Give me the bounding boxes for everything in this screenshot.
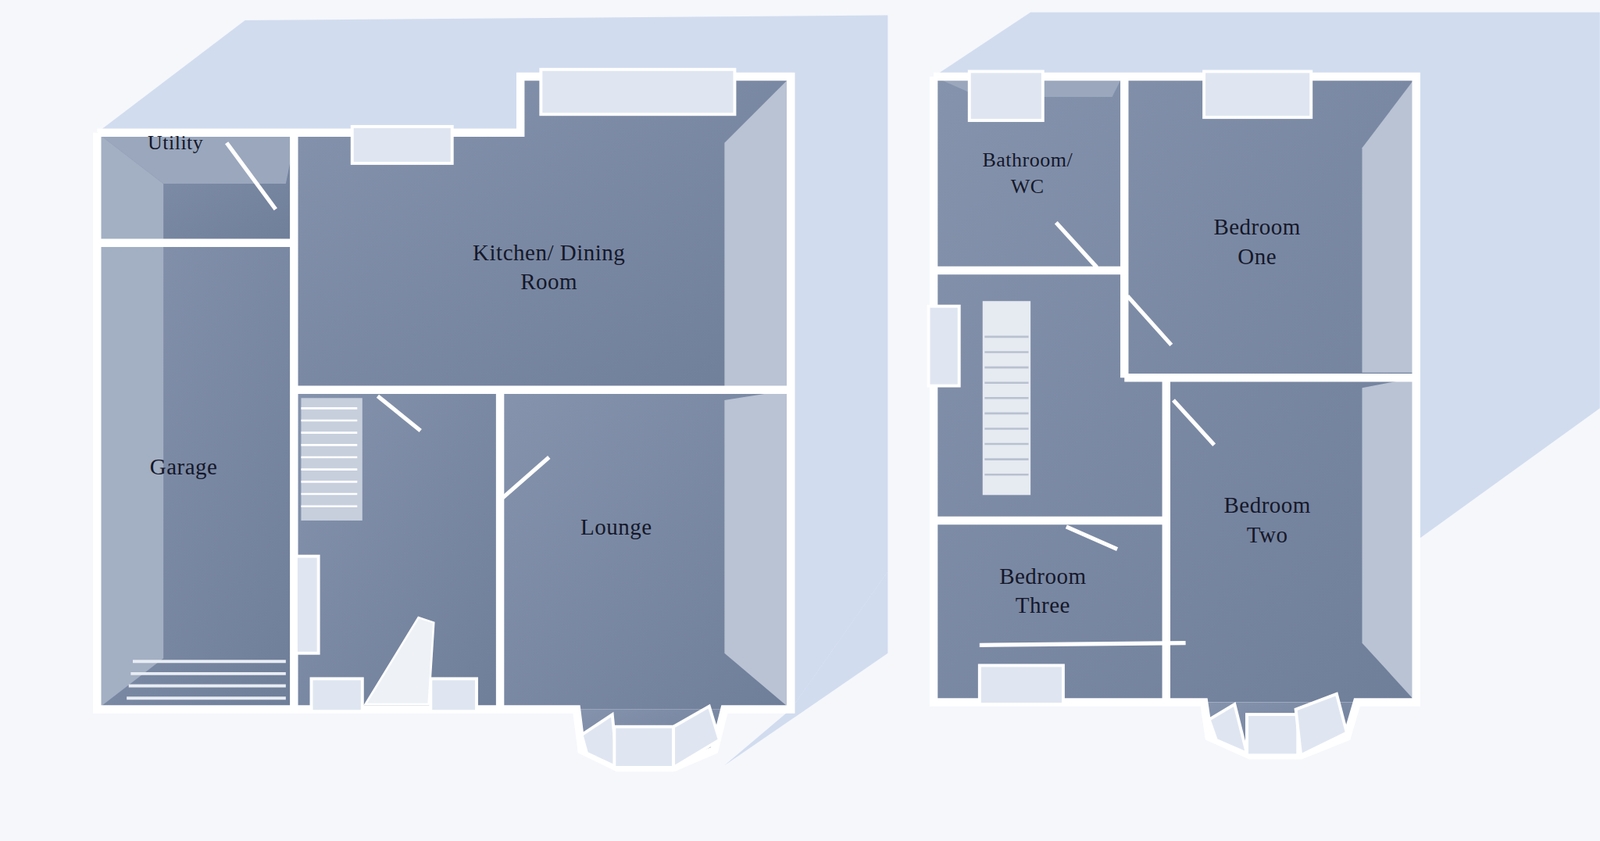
room: Bedroom Two xyxy=(1168,377,1417,702)
room-label: Bedroom One xyxy=(1198,212,1316,272)
ground-floor xyxy=(96,69,791,768)
room: Garage xyxy=(96,242,291,710)
room-label: Bedroom Two xyxy=(1208,490,1326,550)
room-label: Garage xyxy=(121,452,247,483)
room: Lounge xyxy=(500,389,791,710)
room: Utility xyxy=(96,132,297,243)
shadow xyxy=(96,15,888,710)
room: Bathroom/ WC xyxy=(933,76,1123,271)
first-floor xyxy=(928,71,1417,755)
room-label: Lounge xyxy=(553,512,679,543)
room: Bedroom Three xyxy=(933,520,1167,702)
room-label: Kitchen/ Dining Room xyxy=(467,238,632,297)
room-label: Bathroom/ WC xyxy=(964,146,1090,200)
room-label: Bedroom Three xyxy=(984,561,1102,621)
room: Kitchen/ Dining Room xyxy=(296,132,791,390)
room-label: Utility xyxy=(117,129,235,157)
room: Bedroom One xyxy=(1124,76,1417,378)
